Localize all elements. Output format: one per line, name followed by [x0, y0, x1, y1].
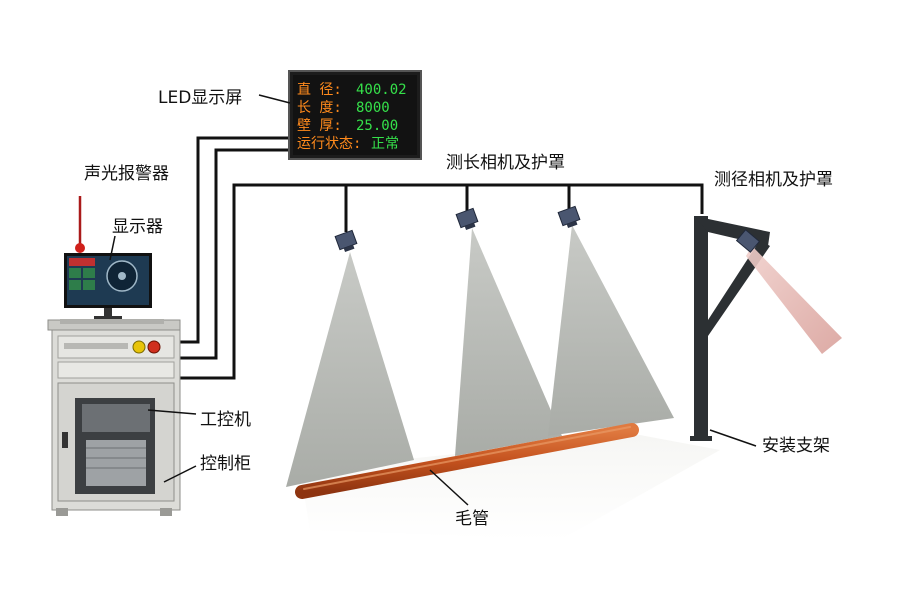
label-alarm: 声光报警器: [84, 164, 169, 184]
label-bracket: 安装支架: [762, 436, 830, 456]
callout-line-cabinet: [163, 465, 197, 483]
camera-icon: [455, 207, 479, 231]
cable-3: [180, 183, 704, 380]
label-led-screen: LED显示屏: [158, 88, 242, 108]
callout-line-led: [258, 94, 291, 104]
callout-lines: [109, 94, 757, 506]
led-row-label: 直 径:: [297, 81, 342, 98]
label-length-cameras: 测长相机及护罩: [446, 153, 565, 173]
camera-icon: [735, 229, 761, 253]
keyboard: [60, 319, 164, 324]
steel-tube: [295, 423, 639, 499]
control-cabinet: [47, 319, 181, 516]
laser-beam: [746, 246, 842, 354]
label-cabinet: 控制柜: [200, 454, 251, 474]
label-tube: 毛管: [455, 509, 489, 529]
callout-line-bracket: [709, 429, 757, 447]
led-row-label: 壁 厚:: [297, 118, 342, 134]
labels: LED显示屏 声光报警器 显示器 工控机 控制柜 测长相机及护罩 测径相机及护罩…: [84, 88, 833, 529]
led-row-value: 400.02: [356, 82, 407, 98]
cables: [180, 136, 704, 380]
view-cone-3: [548, 225, 674, 436]
callout-line-monitor: [109, 235, 116, 261]
led-row-value: 正常: [371, 136, 399, 152]
length-cameras: [334, 205, 581, 253]
cable-1: [180, 136, 290, 344]
led-screen: 直 径: 400.02 长 度: 8000 壁 厚: 25.00 运行状态: 正常: [288, 70, 422, 160]
led-row-value: 25.00: [356, 118, 398, 134]
cable-2: [180, 148, 290, 360]
label-monitor: 显示器: [112, 217, 163, 237]
camera-icon: [334, 229, 358, 253]
monitor: [64, 253, 152, 319]
camera-cones: [286, 225, 674, 487]
view-cone-1: [286, 252, 414, 487]
led-row-value: 8000: [356, 100, 390, 116]
camera-icon: [557, 205, 581, 229]
label-ipc: 工控机: [200, 410, 251, 430]
view-cone-2: [455, 228, 562, 456]
led-row-label: 长 度:: [297, 100, 342, 116]
alarm-beacon: [75, 196, 85, 253]
callout-line-tube: [429, 469, 469, 506]
callout-line-ipc: [147, 409, 197, 415]
led-row-label: 运行状态:: [297, 136, 361, 152]
led-rows: 直 径: 400.02 长 度: 8000 壁 厚: 25.00 运行状态: 正常: [297, 81, 407, 152]
mounting-bracket: [690, 216, 770, 441]
label-diameter-camera: 测径相机及护罩: [714, 170, 833, 190]
